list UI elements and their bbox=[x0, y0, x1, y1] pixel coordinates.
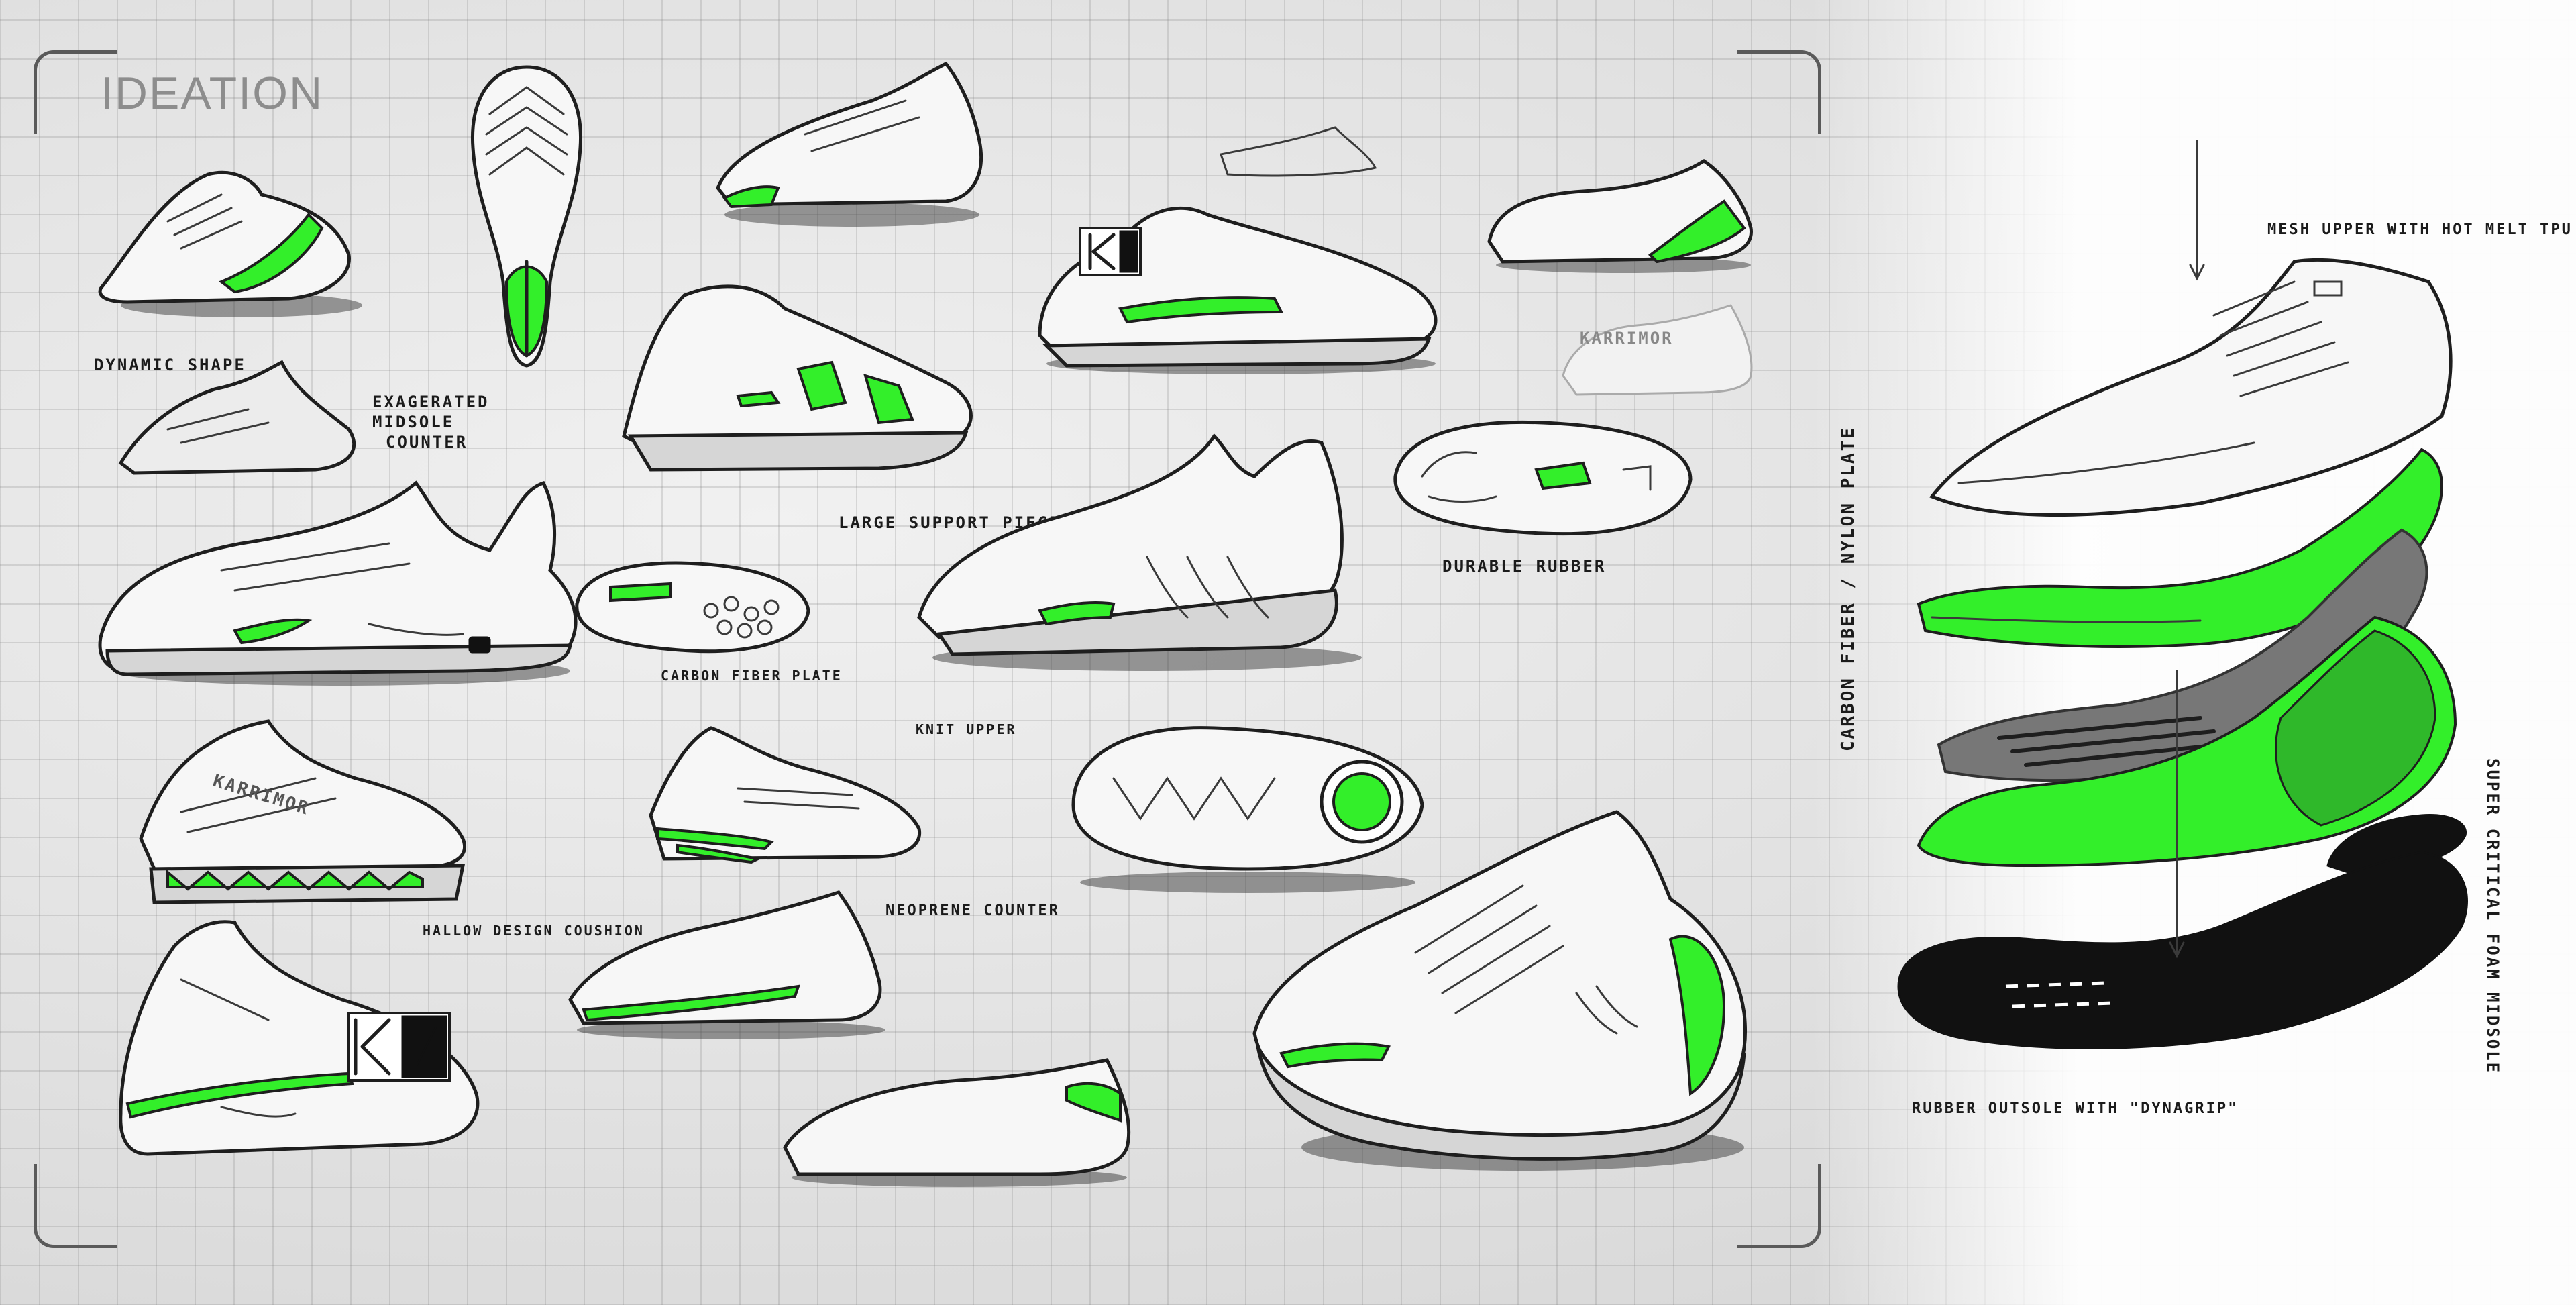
frame-corner-bottom-right bbox=[1737, 1164, 1821, 1248]
sketch-hero-shoe bbox=[1252, 810, 1747, 1171]
sketch-hollow-cushion-shoe bbox=[139, 719, 466, 904]
brand-karrimor-2: KARRIMOR bbox=[1580, 329, 1674, 348]
note-dynamic-shape: DYNAMIC SHAPE bbox=[94, 356, 246, 374]
exploded-arrow-top bbox=[2189, 140, 2205, 281]
note-knit-upper: KNIT UPPER bbox=[916, 721, 1017, 737]
sketch-neoprene-counter-shoe bbox=[568, 890, 885, 1039]
frame-corner-top-right bbox=[1737, 50, 1821, 134]
note-durable-rubber: DURABLE RUBBER bbox=[1442, 557, 1607, 576]
label-mesh-upper: MESH UPPER WITH HOT MELT TPU bbox=[2267, 221, 2573, 238]
note-exaggerated-2: MIDSOLE bbox=[372, 413, 455, 431]
frame-corner-bottom-left bbox=[34, 1164, 117, 1248]
frame-corner-top-left bbox=[34, 50, 117, 134]
sketch-small-silhouette bbox=[1220, 126, 1377, 177]
sketch-top-center-shoe bbox=[716, 61, 983, 227]
sketch-durable-rubber-sole bbox=[1393, 420, 1693, 536]
sketch-k-logo-runner bbox=[119, 920, 480, 1156]
sketch-sleek-runner bbox=[917, 433, 1362, 671]
sketch-exaggerated-midsole bbox=[118, 360, 356, 475]
sketch-right-low-shoe bbox=[1487, 159, 1753, 273]
exploded-foam-midsole bbox=[1917, 615, 2457, 868]
exploded-rubber-outsole bbox=[1897, 851, 2468, 1049]
note-exaggerated-3: COUNTER bbox=[386, 433, 468, 452]
label-rubber-outsole: RUBBER OUTSOLE WITH "DYNAGRIP" bbox=[1912, 1100, 2239, 1117]
sketch-support-pieces-shoe bbox=[622, 284, 973, 472]
sketch-ghost-karrimor-shoe bbox=[1562, 304, 1753, 396]
note-neoprene-counter: NEOPRENE COUNTER bbox=[885, 902, 1060, 919]
note-exaggerated-1: EXAGERATED bbox=[372, 393, 490, 411]
sketch-k-performance-shoe bbox=[1038, 206, 1438, 374]
exploded-insole-green bbox=[1917, 448, 2443, 648]
exploded-arrow-bottom bbox=[2169, 670, 2185, 959]
sketch-large-runner bbox=[98, 480, 578, 686]
exploded-upper bbox=[1929, 258, 2453, 517]
sketch-low-profile-shoe bbox=[783, 1058, 1131, 1187]
sketch-carbon-plate-sole bbox=[575, 561, 810, 654]
label-super-critical-foam: SUPER CRITICAL FOAM MIDSOLE bbox=[2483, 758, 2502, 1075]
board-title: IDEATION bbox=[101, 68, 324, 119]
note-hallow-design: HALLOW DESIGN COUSHION bbox=[423, 923, 645, 939]
sketch-outsole-top-view bbox=[1071, 726, 1424, 893]
sketch-dynamic-shape-shoe bbox=[98, 170, 362, 317]
label-carbon-nylon-plate: CARBON FIBER / NYLON PLATE bbox=[1838, 426, 1858, 751]
sketch-knit-upper-shoe bbox=[649, 726, 922, 864]
note-carbon-plate: CARBON FIBER PLATE bbox=[661, 668, 843, 684]
sketch-sole-top-view bbox=[470, 65, 583, 368]
